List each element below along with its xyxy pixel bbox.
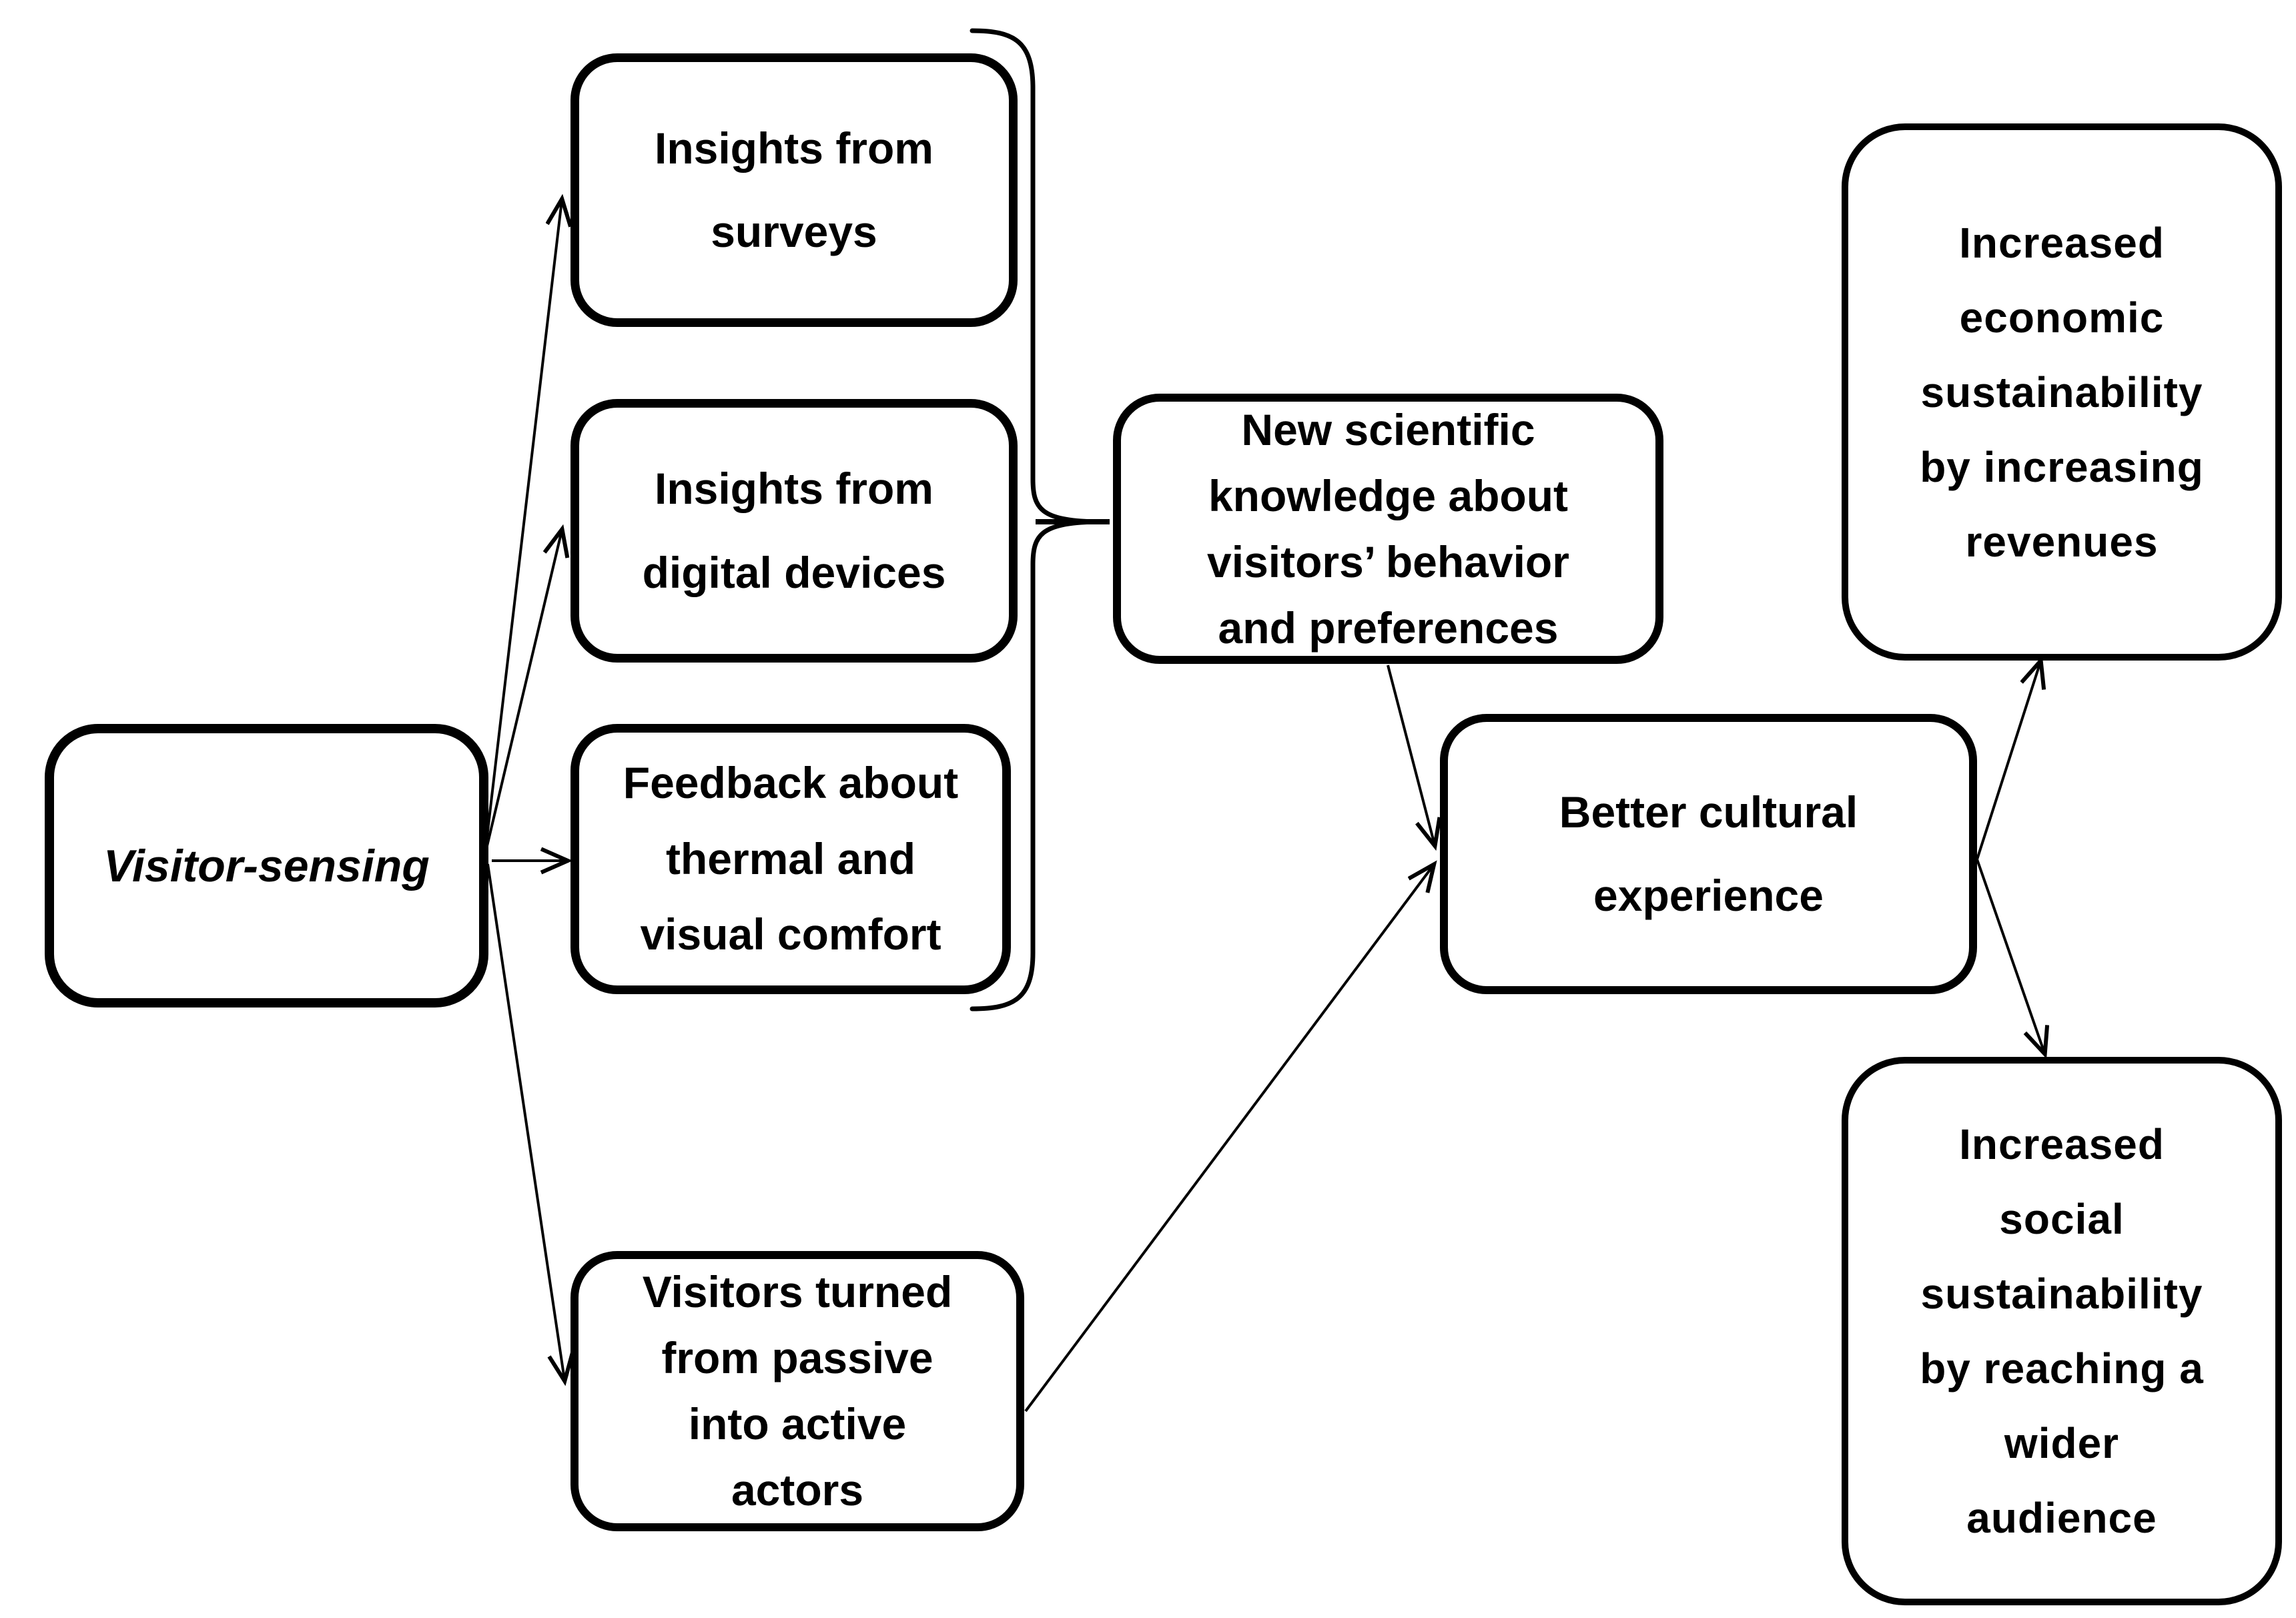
node-better-cultural-experience: Better cultural experience	[1440, 714, 1977, 994]
node-increased-social-sustainability: Increased social sustainability by reach…	[1842, 1057, 2282, 1605]
arrow-better-experience-to-economic	[1976, 662, 2040, 860]
node-insights-from-digital-devices: Insights from digital devices	[570, 399, 1018, 663]
arrow-visitors-active-to-better-experience	[1024, 865, 1433, 1412]
arrow-visitor-to-visitors-active	[486, 863, 564, 1380]
node-visitor-sensing: Visitor-sensing	[45, 724, 488, 1007]
arrow-better-experience-to-social	[1976, 859, 2044, 1053]
node-new-scientific-knowledge: New scientific knowledge about visitors’…	[1113, 394, 1663, 664]
arrow-visitor-to-surveys	[485, 200, 562, 843]
node-visitors-turned-active-actors: Visitors turned from passive into active…	[570, 1251, 1024, 1531]
arrow-knowledge-to-better-experience	[1387, 665, 1435, 845]
node-feedback-thermal-visual-comfort: Feedback about thermal and visual comfor…	[570, 724, 1011, 994]
arrow-visitor-to-digital	[485, 530, 562, 849]
node-increased-economic-sustainability: Increased economic sustainability by inc…	[1842, 123, 2282, 661]
node-insights-from-surveys: Insights from surveys	[570, 53, 1018, 327]
